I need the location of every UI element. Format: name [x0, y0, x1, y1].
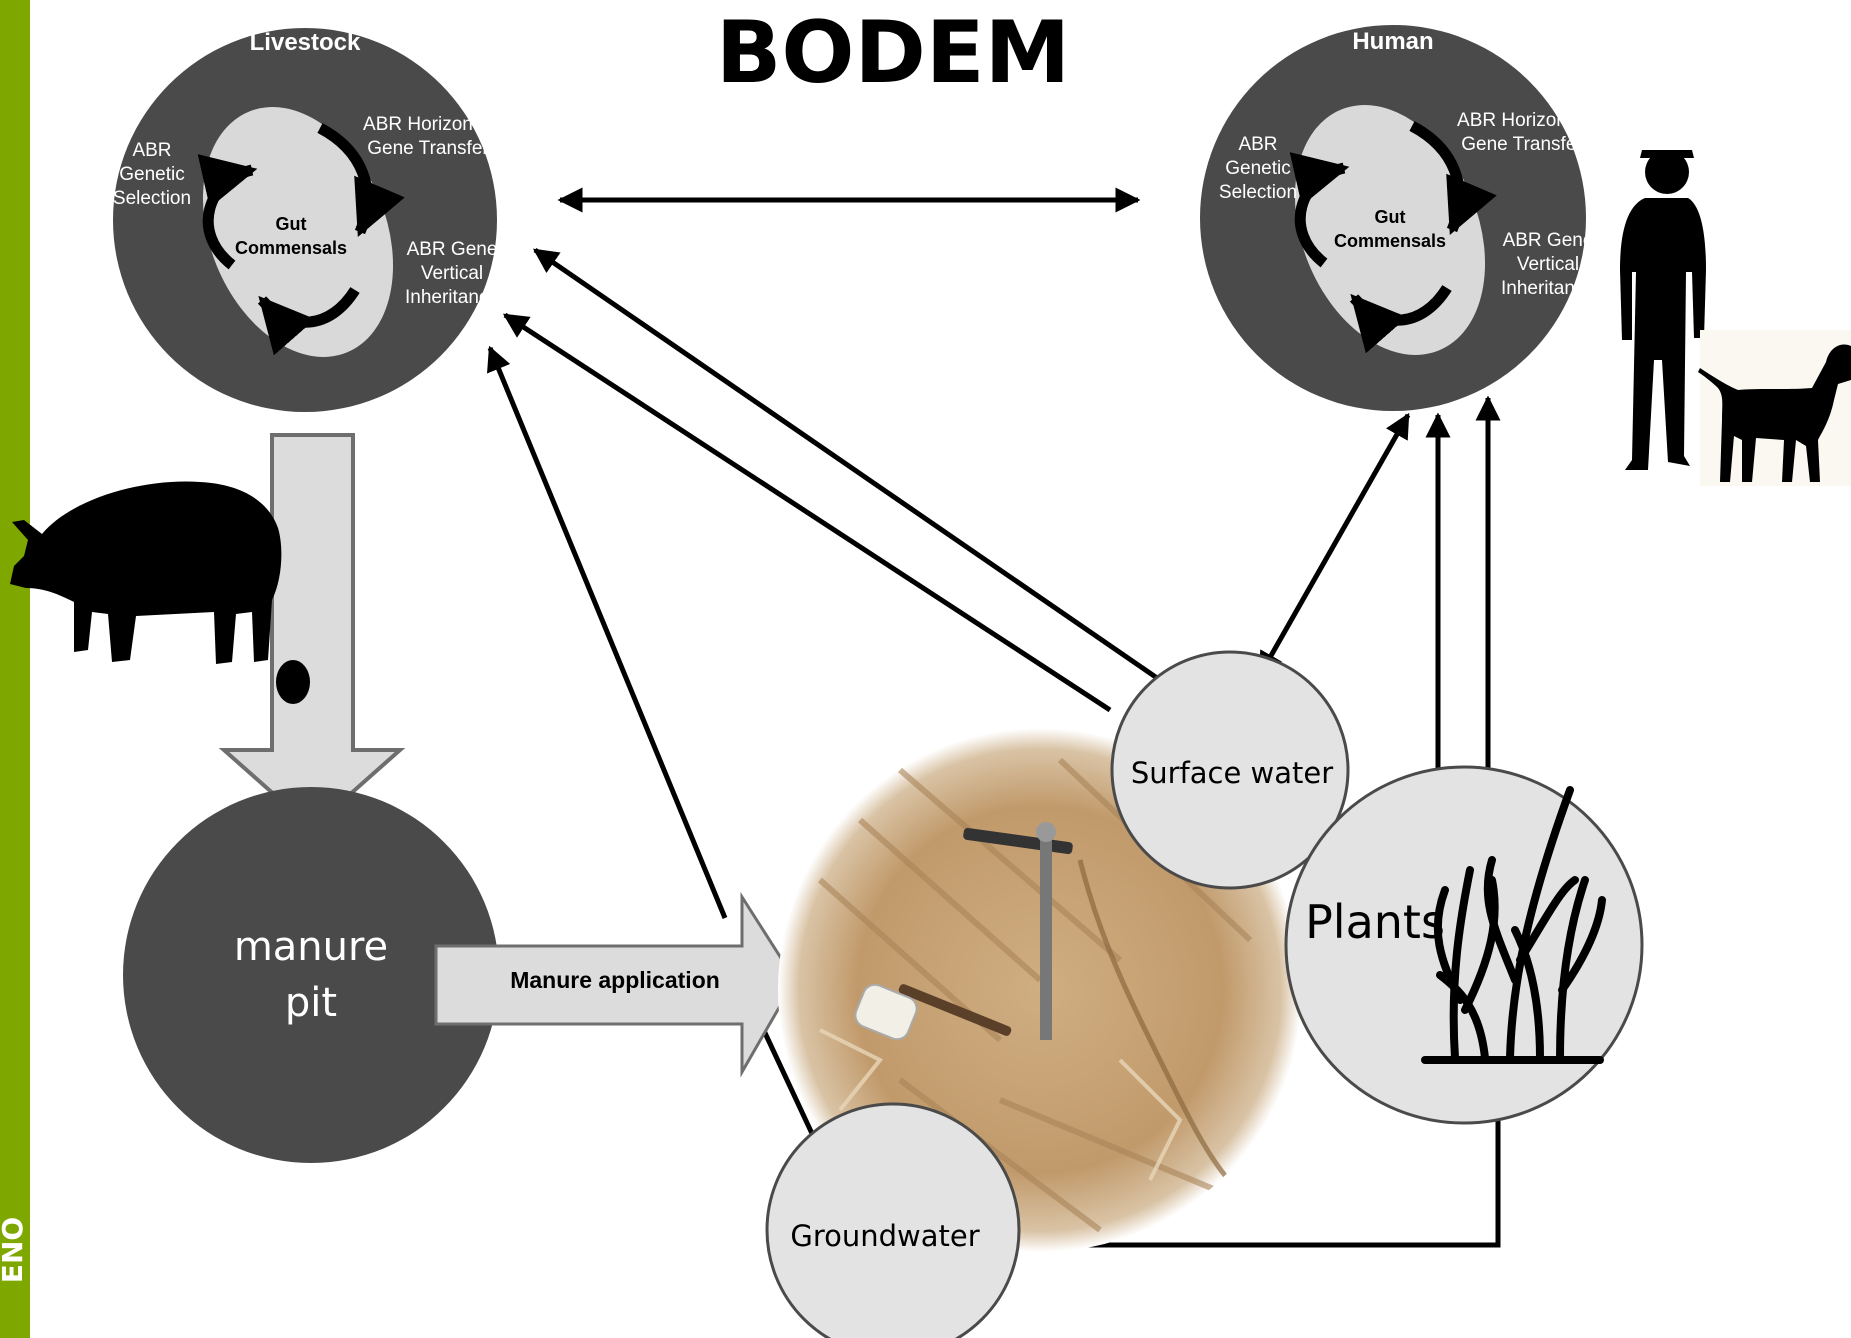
plant-silhouette-icon [1421, 786, 1606, 1064]
livestock-genetic-line2: Genetic [119, 164, 184, 185]
plants-label: Plants [1305, 895, 1445, 949]
manure-pit-line1: manure [234, 924, 388, 970]
human-horizontal-line2: Gene Transfer [1461, 134, 1583, 155]
livestock-horizontal-line2: Gene Transfer [367, 138, 489, 159]
soil-texture [818, 757, 1262, 1233]
livestock-vertical-line1: ABR Gene [407, 239, 498, 260]
sidebar-bar [0, 0, 30, 1338]
livestock-horizontal-line1: ABR Horizontal [363, 114, 493, 135]
arrow-surface-to-livestock-1 [532, 247, 1162, 683]
livestock-gut-line1: Gut [276, 214, 307, 234]
manure-application-label: Manure application [510, 967, 720, 993]
human-silhouette-icon [1620, 150, 1706, 470]
manure-flow-arrow [218, 433, 406, 831]
human-genetic-line2: Genetic [1225, 158, 1290, 179]
manure-pit-circle: manure pit [123, 787, 499, 1163]
connector-arrows [487, 187, 1501, 1248]
manure-pit-line2: pit [285, 980, 337, 1026]
surface-water-label: Surface water [1131, 756, 1333, 790]
human-vertical-line3: Inheritance [1501, 278, 1595, 299]
diagram-title: BODEM [716, 3, 1070, 103]
livestock-cycle-arrows [197, 123, 405, 356]
human-vertical-line2: Vertical [1517, 254, 1579, 275]
sidebar-text: ENO [0, 1217, 29, 1283]
pig-silhouette-icon [10, 481, 282, 664]
human-circle: Human ABR Genetic Selection ABR Horizont… [1200, 25, 1595, 411]
human-genetic-line1: ABR [1238, 134, 1277, 155]
livestock-circle: Livestock ABR Genetic Selection ABR Hori… [113, 28, 499, 412]
groundwater-circle: Groundwater [765, 1102, 1021, 1338]
dog-silhouette-icon [1698, 330, 1851, 486]
human-gut-line2: Commensals [1334, 231, 1446, 251]
human-horizontal-line1: ABR Horizontal [1457, 110, 1587, 131]
human-gut-line1: Gut [1375, 207, 1406, 227]
manure-application-arrow [434, 891, 797, 1078]
livestock-vertical-line3: Inheritance [405, 287, 499, 308]
probe-rod [1040, 830, 1052, 1040]
arrow-soil-to-livestock [487, 345, 728, 919]
arrow-surface-human [1257, 412, 1411, 678]
livestock-genetic-line3: Selection [113, 188, 191, 209]
groundwater-label: Groundwater [790, 1219, 979, 1253]
human-cycle-arrows [1289, 121, 1497, 354]
line-groundwater-plants [1015, 1110, 1501, 1248]
livestock-vertical-line2: Vertical [421, 263, 483, 284]
manure-drop-icon [276, 660, 310, 704]
mallet-icon [854, 983, 1012, 1041]
human-genetic-line3: Selection [1219, 182, 1297, 203]
plants-circle: Plants [1284, 765, 1644, 1125]
arrow-surface-to-livestock-2 [502, 312, 1112, 713]
human-heading: Human [1352, 28, 1433, 55]
livestock-gut-line2: Commensals [235, 238, 347, 258]
surface-water-circle: Surface water [1110, 650, 1350, 890]
human-vertical-line1: ABR Gene [1503, 230, 1594, 251]
livestock-heading: Livestock [250, 29, 361, 56]
livestock-genetic-line1: ABR [132, 140, 171, 161]
